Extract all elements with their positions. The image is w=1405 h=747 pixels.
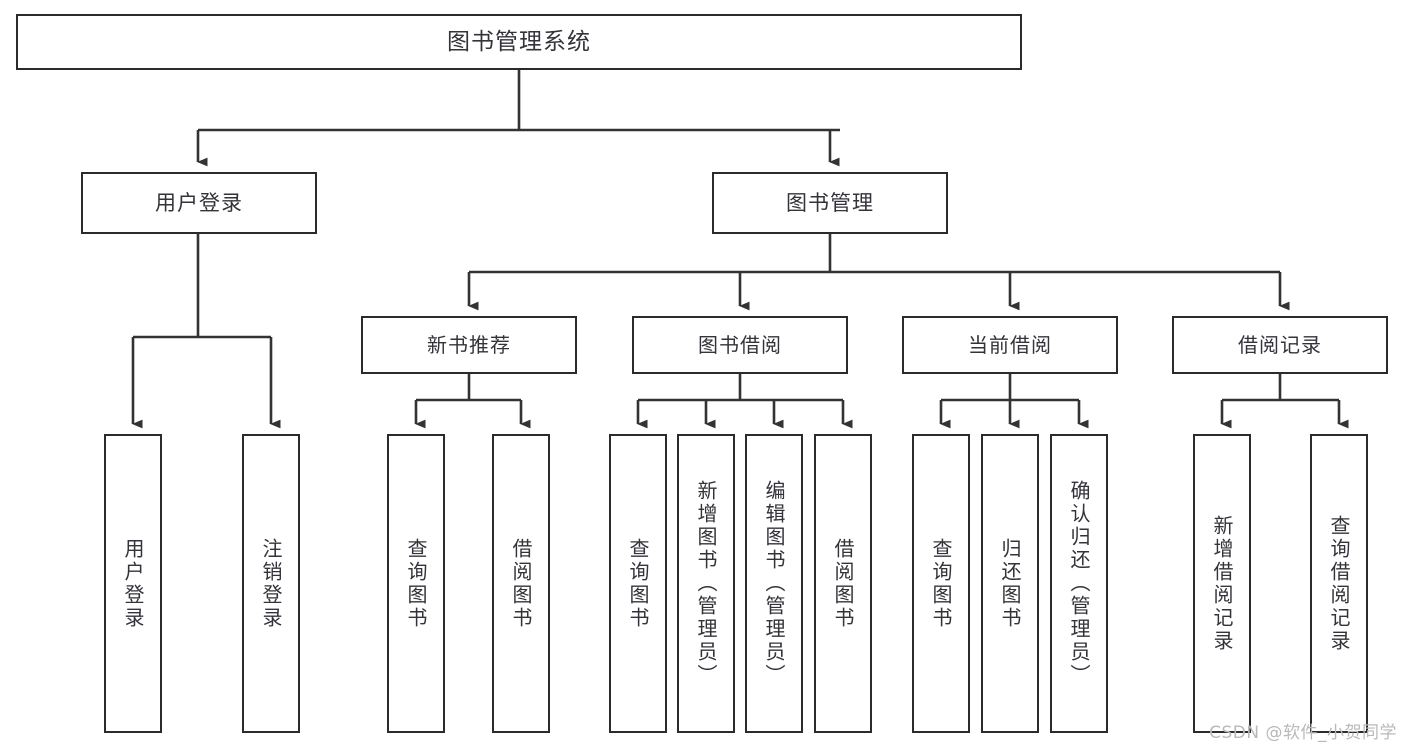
node-leaf-add-book-label: 新增图书（管理员） (694, 480, 718, 687)
node-leaf-logout-label: 注销登录 (259, 537, 283, 630)
node-root-label: 图书管理系统 (447, 28, 591, 55)
node-borrow-record[interactable]: 借阅记录 (1172, 316, 1388, 374)
node-root[interactable]: 图书管理系统 (16, 14, 1022, 70)
node-leaf-add-record[interactable]: 新增借阅记录 (1193, 434, 1251, 733)
node-book-borrow-label: 图书借阅 (698, 332, 782, 357)
node-leaf-query-book-a[interactable]: 查询图书 (387, 434, 445, 733)
node-leaf-logout[interactable]: 注销登录 (242, 434, 300, 733)
node-leaf-add-record-label: 新增借阅记录 (1210, 514, 1234, 653)
node-user-login-label: 用户登录 (155, 190, 243, 215)
node-leaf-borrow-book-b-label: 借阅图书 (831, 537, 855, 630)
node-leaf-return-book[interactable]: 归还图书 (981, 434, 1039, 733)
node-leaf-add-book[interactable]: 新增图书（管理员） (677, 434, 735, 733)
node-leaf-confirm-return-label: 确认归还（管理员） (1067, 480, 1091, 687)
node-borrow-record-label: 借阅记录 (1238, 332, 1322, 357)
node-new-book-recommend[interactable]: 新书推荐 (361, 316, 577, 374)
node-leaf-confirm-return[interactable]: 确认归还（管理员） (1050, 434, 1108, 733)
node-leaf-query-book-b-label: 查询图书 (626, 537, 650, 630)
node-new-book-recommend-label: 新书推荐 (427, 332, 511, 357)
node-leaf-borrow-book-a[interactable]: 借阅图书 (492, 434, 550, 733)
node-book-borrow[interactable]: 图书借阅 (632, 316, 848, 374)
node-book-management[interactable]: 图书管理 (712, 172, 948, 234)
node-leaf-query-book-a-label: 查询图书 (404, 537, 428, 630)
node-leaf-user-login[interactable]: 用户登录 (104, 434, 162, 733)
node-book-management-label: 图书管理 (786, 190, 874, 215)
node-current-borrow-label: 当前借阅 (968, 332, 1052, 357)
node-leaf-borrow-book-b[interactable]: 借阅图书 (814, 434, 872, 733)
node-leaf-edit-book[interactable]: 编辑图书（管理员） (745, 434, 803, 733)
node-leaf-query-record[interactable]: 查询借阅记录 (1310, 434, 1368, 733)
node-leaf-query-book-c-label: 查询图书 (929, 537, 953, 630)
node-leaf-query-record-label: 查询借阅记录 (1327, 514, 1351, 653)
node-leaf-query-book-c[interactable]: 查询图书 (912, 434, 970, 733)
node-current-borrow[interactable]: 当前借阅 (902, 316, 1118, 374)
node-leaf-return-book-label: 归还图书 (998, 537, 1022, 630)
node-leaf-borrow-book-a-label: 借阅图书 (509, 537, 533, 630)
node-leaf-query-book-b[interactable]: 查询图书 (609, 434, 667, 733)
node-leaf-edit-book-label: 编辑图书（管理员） (762, 480, 786, 687)
node-user-login[interactable]: 用户登录 (81, 172, 317, 234)
node-leaf-user-login-label: 用户登录 (121, 537, 145, 630)
csdn-watermark: CSDN @软件_小贺同学 (1209, 723, 1397, 743)
